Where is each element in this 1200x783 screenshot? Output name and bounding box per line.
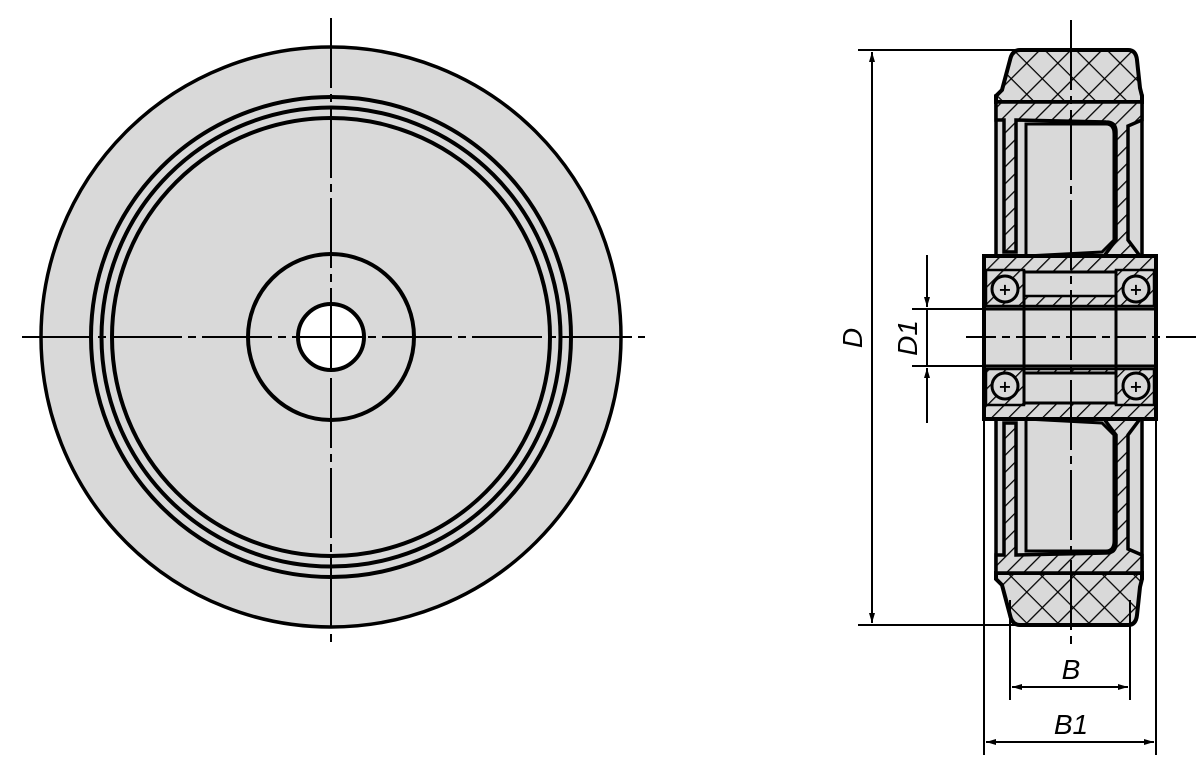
dimension-D1: D1 [892,255,986,423]
tread-top [994,48,1144,104]
bearing-bottom-left: + [984,367,1026,407]
rim-band-top [982,100,1158,272]
dimensions: D D1 B B1 [837,49,1157,755]
dimension-D: D [837,49,1020,626]
svg-text:+: + [998,377,1011,396]
bearing-top-left: + [984,268,1026,308]
dimension-label-D: D [837,328,868,348]
tread-bottom [994,571,1144,627]
rim-band-bottom [982,403,1158,575]
front-view [22,18,645,645]
svg-text:+: + [1129,377,1142,396]
svg-text:+: + [998,280,1011,299]
svg-text:+: + [1129,280,1142,299]
dimension-B1: B1 [983,420,1157,755]
dimension-label-D1: D1 [892,320,923,356]
dimension-B: B [1009,600,1131,700]
dimension-label-B1: B1 [1054,709,1088,740]
cross-section-view: + + + + [966,20,1200,650]
bearing-bottom-right: + [1114,367,1156,407]
bearing-top-right: + [1114,268,1156,308]
dimension-label-B: B [1062,654,1081,685]
